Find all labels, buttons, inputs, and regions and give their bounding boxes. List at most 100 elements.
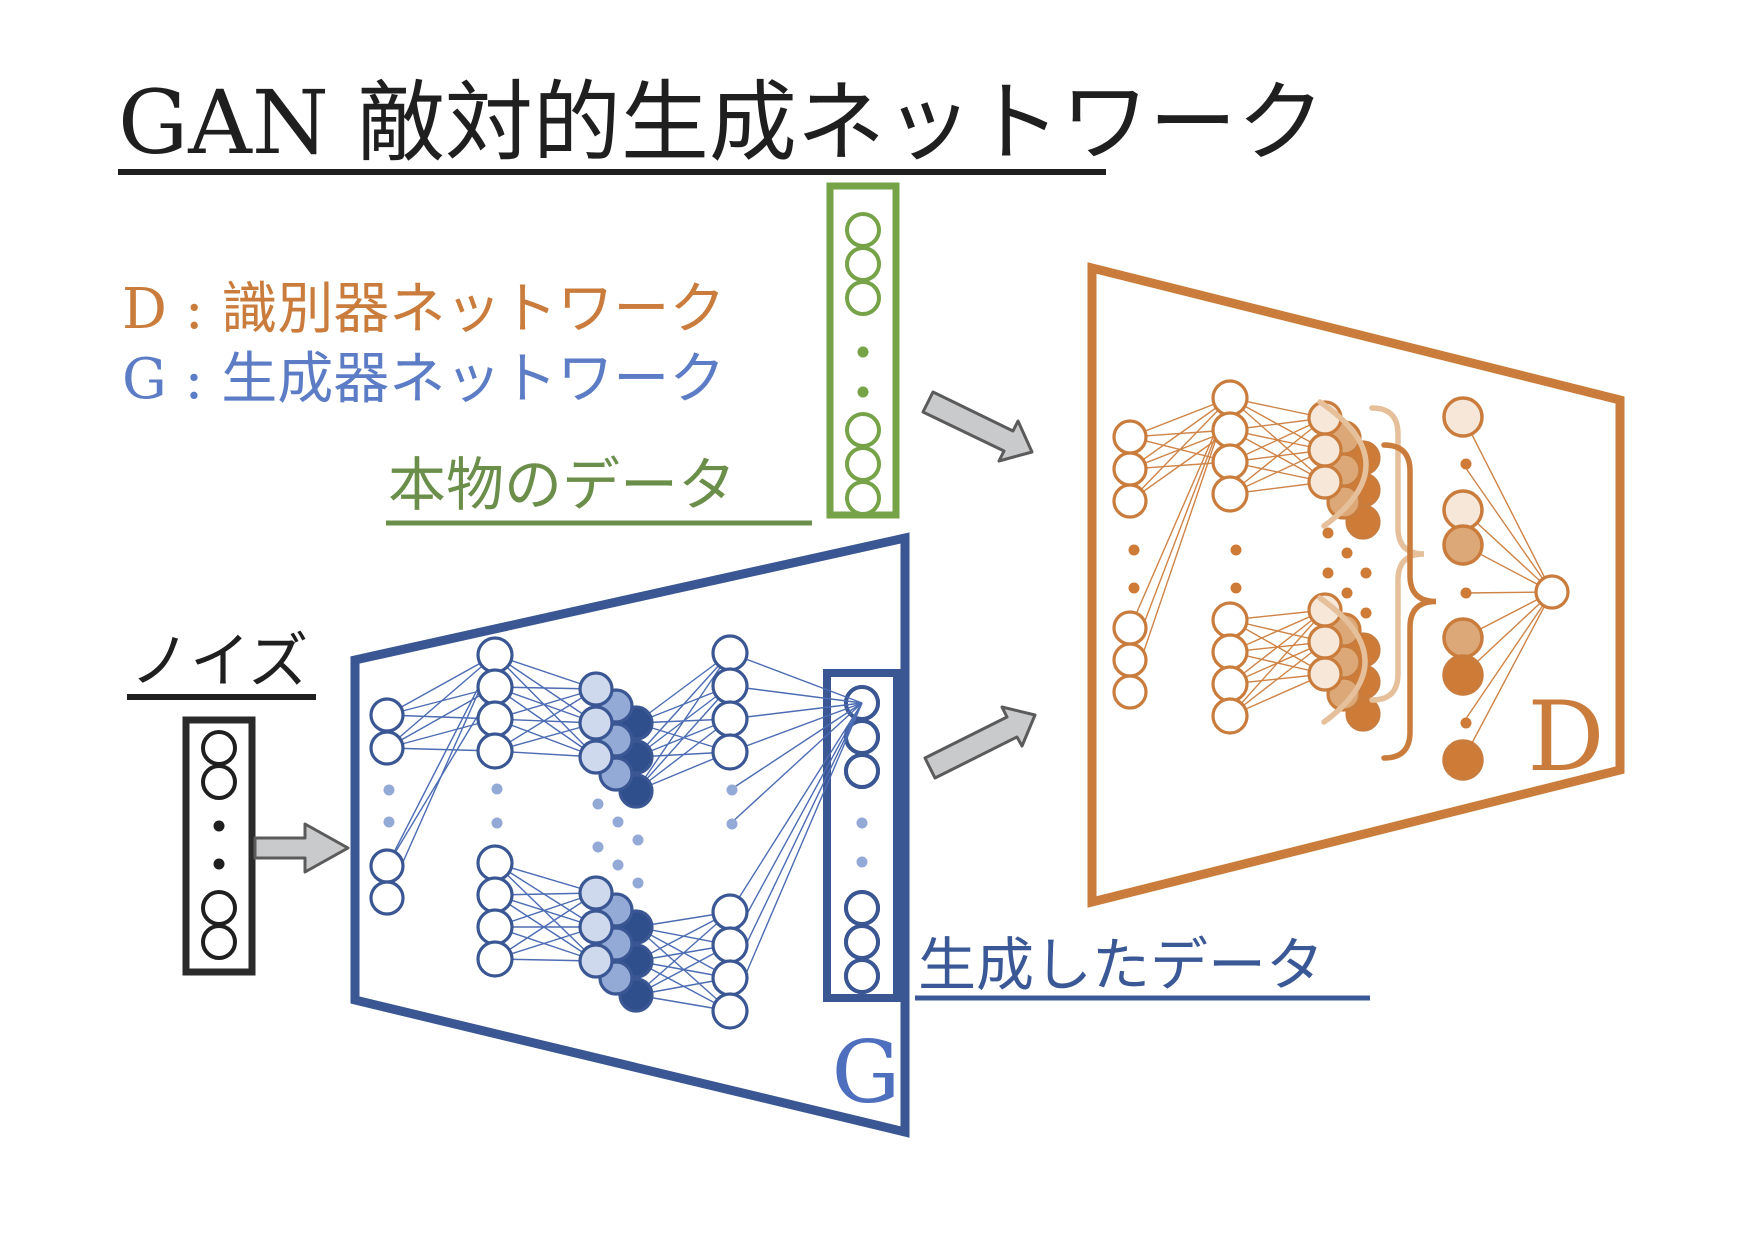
generator-letter: G [832, 1023, 901, 1123]
discriminator-pooled-node [1442, 654, 1484, 696]
generator-input-node [369, 730, 405, 766]
generator-stacked-node [578, 875, 614, 911]
generator-ellipsis-dot [491, 817, 503, 829]
real-data-vector-box-unit [845, 212, 881, 248]
real-data-vector-box-ellipsis-dot [857, 386, 869, 398]
generator-ellipsis-dot [592, 798, 604, 810]
noise-vector-box-ellipsis-dot [213, 820, 225, 832]
discriminator-pooled-node [1442, 617, 1484, 659]
discriminator-pooled-node [1442, 739, 1484, 781]
discriminator-ellipsis-dot [1230, 544, 1242, 556]
generator-edge [729, 702, 863, 720]
generator-edge [729, 702, 863, 946]
discriminator-edge [1129, 397, 1231, 502]
real-data-label-block: 本物のデータ [386, 451, 812, 526]
discriminator-output-node [1534, 574, 1570, 610]
discriminator-stacked-node [1307, 656, 1343, 692]
discriminator-ellipsis-dot [1460, 458, 1472, 470]
generated-data-vector-box-unit [844, 924, 880, 960]
generated-data-label: 生成したデータ [918, 931, 1324, 999]
generator-edge [494, 862, 597, 962]
generator-edge [494, 862, 597, 928]
generator-edge [729, 702, 863, 753]
generator-hidden-node [711, 667, 749, 705]
generator-ellipsis-dot [491, 783, 503, 795]
discriminator-ellipsis-dot [1230, 582, 1242, 594]
generator-edge [386, 654, 496, 749]
discriminator-edge [1229, 609, 1326, 717]
discriminator-hidden-node [1211, 475, 1249, 513]
discriminator-edge [1462, 591, 1553, 724]
generated-data-vector-box-unit [844, 890, 880, 926]
generator-ellipsis-dot [592, 841, 604, 853]
generator-edge [729, 702, 863, 791]
generator-edge [729, 685, 863, 704]
discriminator-edge [1129, 397, 1231, 470]
generator-edge [494, 686, 597, 758]
generated-data-to-discriminator-arrow-icon [923, 705, 1037, 780]
page-title: GAN 敵対的生成ネットワーク [118, 71, 1325, 174]
discriminator-stacked-node [1307, 464, 1343, 500]
title-block: GAN 敵対的生成ネットワーク [118, 71, 1325, 175]
generator-hidden-node [711, 733, 749, 771]
discriminator-input-node [1112, 610, 1148, 646]
generator-trapezoid [350, 532, 910, 1138]
real-data-vector-box-ellipsis-dot [857, 346, 869, 358]
generator-edge [494, 894, 597, 962]
real-data-to-discriminator-arrow-icon [921, 390, 1034, 463]
discriminator-hidden-node [1211, 443, 1249, 481]
generator-hidden-node [476, 732, 514, 770]
discriminator-pooled-node [1442, 524, 1484, 566]
discriminator-ellipsis-dot [1128, 582, 1140, 594]
noise-vector-box-unit [201, 730, 237, 766]
generator-hidden-node [476, 876, 514, 914]
discriminator-hidden-node [1211, 665, 1249, 703]
discriminator-ellipsis-dot [1341, 587, 1353, 599]
discriminator-input-node [1112, 419, 1148, 455]
discriminator-edge [1462, 591, 1553, 761]
discriminator-ellipsis-dot [1360, 567, 1372, 579]
discriminator-ellipsis-dot [1460, 587, 1472, 599]
discriminator-stacked-node [1307, 432, 1343, 468]
generator-edge [635, 652, 731, 758]
generator-hidden-node [476, 844, 514, 882]
generator-edge [635, 911, 731, 996]
discriminator-hidden-node [1211, 379, 1249, 417]
generator-hidden-node [476, 908, 514, 946]
generator-hidden-node [476, 668, 514, 706]
legend-discriminator: D : 識別器ネットワーク [122, 277, 725, 342]
generator-hidden-node [711, 959, 749, 997]
real-data-vector-box-unit [845, 446, 881, 482]
real-data-vector-box-unit [845, 246, 881, 282]
discriminator-input-node [1112, 483, 1148, 519]
generator-stacked-node [578, 909, 614, 945]
generator-edge [729, 702, 863, 825]
generated-data-vector-box-unit [844, 753, 880, 789]
noise-vector-box [182, 716, 256, 976]
noise-label-block: ノイズ [127, 627, 316, 700]
real-data-vector-box [826, 182, 900, 519]
noise-vector-box-ellipsis-dot [213, 858, 225, 870]
legend-generator: G : 生成器ネットワーク [122, 347, 725, 412]
discriminator-ellipsis-dot [1341, 547, 1353, 559]
generator-hidden-node [476, 700, 514, 738]
generated-data-vector-box-ellipsis-dot [856, 817, 868, 829]
discriminator-hidden-node [1211, 601, 1249, 639]
discriminator-ellipsis-dot [1360, 607, 1372, 619]
real-data-vector-box-unit [845, 280, 881, 316]
generator-stacked-node [578, 705, 614, 741]
discriminator-edge [1462, 416, 1553, 593]
noise-vector-box-unit [201, 924, 237, 960]
generator-ellipsis-dot [612, 859, 624, 871]
discriminator-input-node [1112, 642, 1148, 678]
generator-stacked-node [578, 943, 614, 979]
noise-vector-box-unit [201, 890, 237, 926]
generator-ellipsis-dot [383, 784, 395, 796]
generator-edge [635, 718, 731, 792]
real-data-vector-box-unit [845, 412, 881, 448]
generator-network [369, 634, 863, 1030]
discriminator-ellipsis-dot [1460, 717, 1472, 729]
generator-edge [386, 654, 496, 716]
discriminator-ellipsis-dot [1128, 544, 1140, 556]
